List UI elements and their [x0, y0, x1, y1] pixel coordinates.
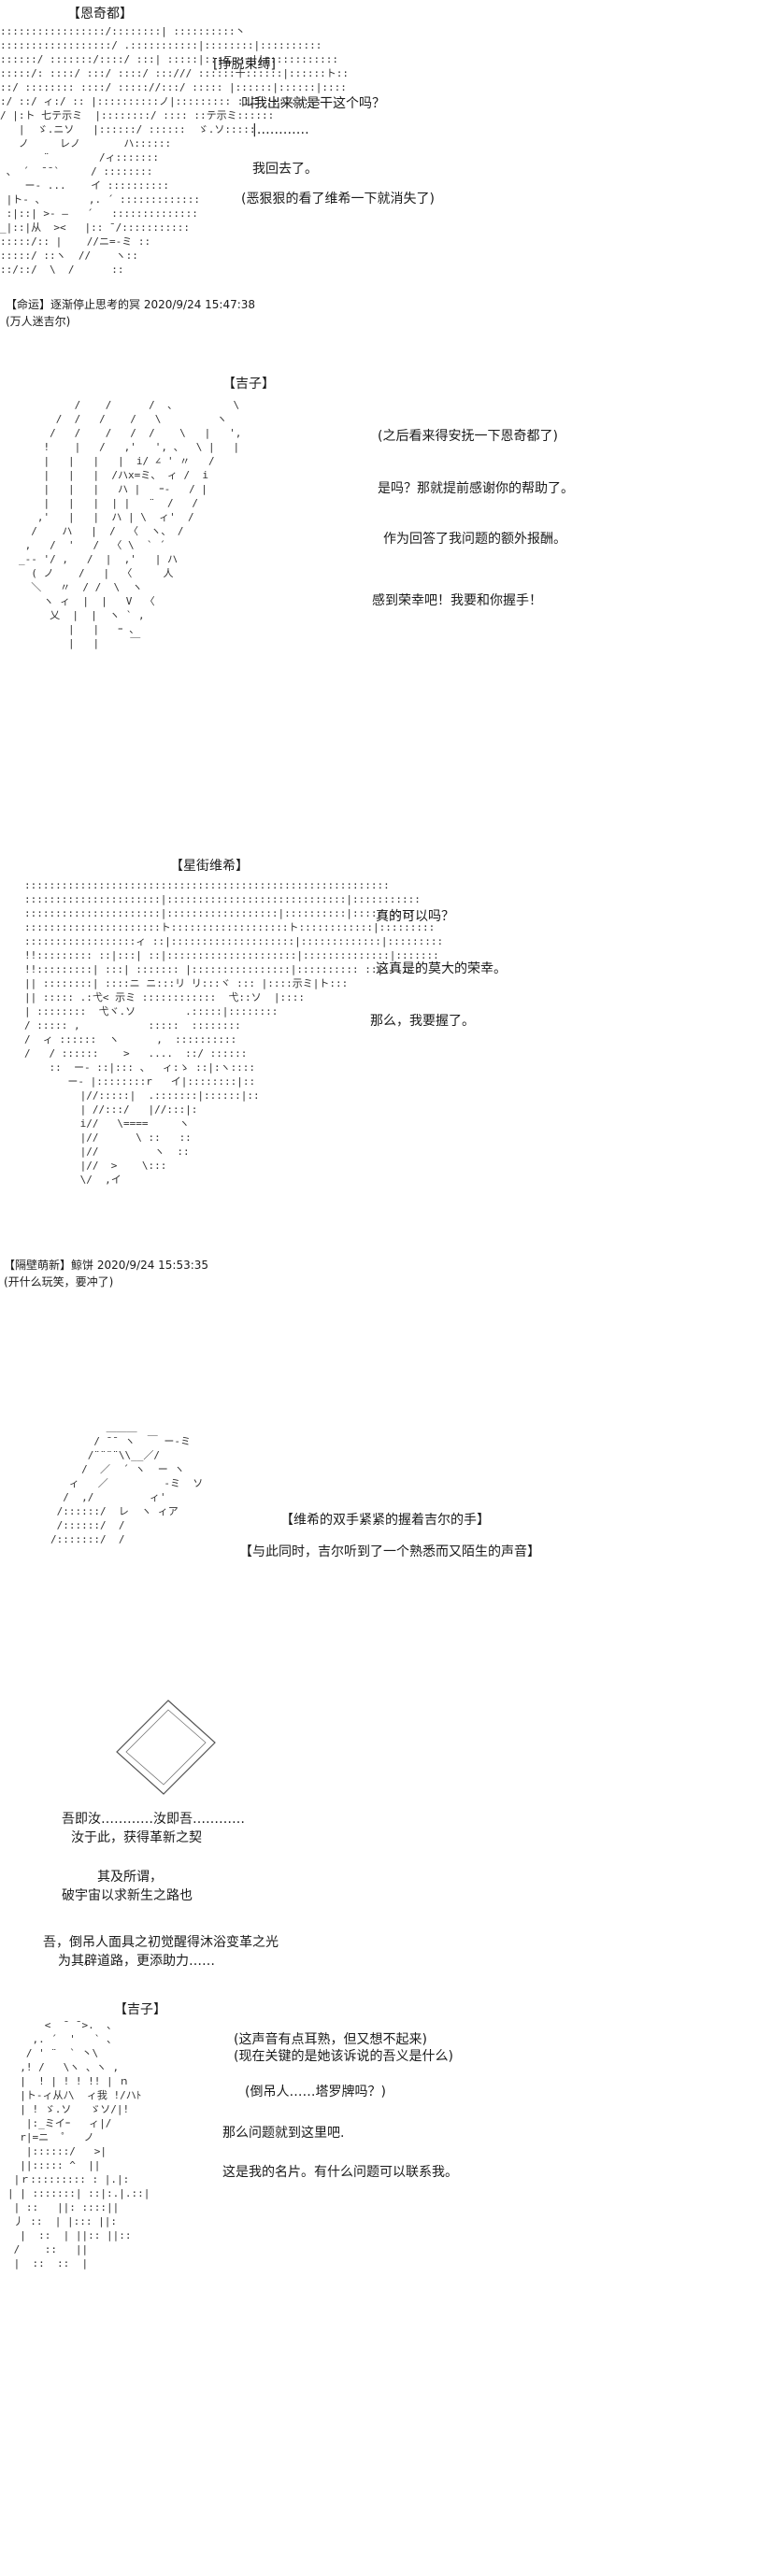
ascii-art-handshake: ＿＿＿ / ̄ ̄ ヽ ￣ ー-ミ /¨¨¨¨\\__／/ / ／ ´ ヽ ー …: [50, 1421, 204, 1545]
caption-note: (开什么玩笑，要冲了): [4, 1275, 114, 1288]
ascii-art-enkidu: :::::::::::::::::/::::::::| ::::::::::丶 …: [0, 25, 349, 276]
voice-line: 汝于此，获得革新之契: [71, 1830, 202, 1845]
speaker-name: 【吉子】: [222, 377, 275, 391]
dialogue-line: (倒吊人……塔罗牌吗？): [245, 2085, 386, 2099]
dialogue-line: (恶狠狠的看了维希一下就消失了): [241, 192, 435, 206]
dialogue-line: 这真是的莫大的荣幸。: [376, 961, 507, 976]
dialogue-line: (现在关键的是她该诉说的吾义是什么): [234, 2049, 453, 2064]
dialogue-line: 叫我出来就是干这个吗？: [241, 96, 385, 111]
panel-1: 【恩奇都】 :::::::::::::::::/::::::::| ::::::…: [0, 0, 758, 328]
dialogue-line: 是吗？那就提前感谢你的帮助了。: [378, 481, 574, 496]
dialogue-line: 感到荣幸吧！我要和你握手！: [372, 593, 542, 608]
dialogue-line: 真的可以吗？: [376, 909, 454, 924]
panel-2: 【吉子】 / / / 、 \ / / / / \ ヽ / / / / / \ |…: [0, 374, 758, 841]
caption-credit: 【命运】逐渐停止思考的冥 2020/9/24 15:47:38: [6, 298, 256, 311]
voice-line: 破宇宙以求新生之路也: [62, 1888, 193, 1903]
speaker-name: 【星街维希】: [170, 859, 249, 874]
ascii-art-suisei: ::::::::::::::::::::::::::::::::::::::::…: [24, 879, 444, 1186]
card-outline-icon: [116, 1700, 216, 1795]
voice-line: 吾即汝…………汝即吾…………: [62, 1812, 245, 1827]
dialogue-line: 我回去了。: [252, 162, 318, 177]
dialogue-line: 这是我的名片。有什么问题可以联系我。: [222, 2165, 458, 2180]
panel-4: ＿＿＿ / ̄ ̄ ヽ ￣ ー-ミ /¨¨¨¨\\__／/ / ／ ´ ヽ ー …: [0, 1336, 758, 1672]
ascii-art-gilgamesh-closeup: < ̄ ̄ >. 、 ,. ´ ' ` 、 / ' ¨ ` 丶\ ,! / \ヽ…: [7, 2019, 150, 2270]
dialogue-line: (之后看来得安抚一下恩奇都了): [378, 429, 558, 444]
narration-line: 【维希的双手紧紧的握着吉尔的手】: [280, 1513, 490, 1528]
caption-note: (万人迷吉尔): [6, 315, 71, 328]
dialogue-line: (这声音有点耳熟，但又想不起来): [234, 2032, 427, 2047]
narration-line: 【与此同时，吉尔听到了一个熟悉而又陌生的声音】: [239, 1544, 540, 1559]
panel-3: 【星街维希】 :::::::::::::::::::::::::::::::::…: [0, 856, 758, 1323]
dialogue-line: 那么，我要握了。: [370, 1014, 475, 1029]
speaker-name: 【吉子】: [114, 2002, 166, 2017]
panel-5: 吾即汝…………汝即吾………… 汝于此，获得革新之契 其及所谓， 破宇宙以求新生之…: [0, 1682, 758, 1981]
voice-line: 吾，倒吊人面具之初觉醒得沐浴变革之光: [43, 1935, 279, 1950]
panel-6: 【吉子】 < ̄ ̄ >. 、 ,. ´ ' ` 、 / ' ¨ ` 丶\ ,!…: [0, 2000, 758, 2576]
dialogue-line: 作为回答了我问题的额外报酬。: [383, 532, 566, 547]
voice-line: 为其辟道路，更添助力……: [58, 1954, 215, 1969]
ascii-art-gilgamesh: / / / 、 \ / / / / \ ヽ / / / / / \ | ', !…: [19, 399, 242, 649]
action-box-label: [挣脱束缚]: [213, 57, 276, 72]
voice-line: 其及所谓，: [97, 1870, 163, 1885]
dialogue-line: |…………: [252, 122, 309, 137]
speaker-name: 【恩奇都】: [67, 7, 133, 21]
dialogue-line: 那么问题就到这里吧.: [222, 2126, 345, 2141]
caption-credit: 【隔壁萌新】鲸饼 2020/9/24 15:53:35: [4, 1259, 209, 1272]
